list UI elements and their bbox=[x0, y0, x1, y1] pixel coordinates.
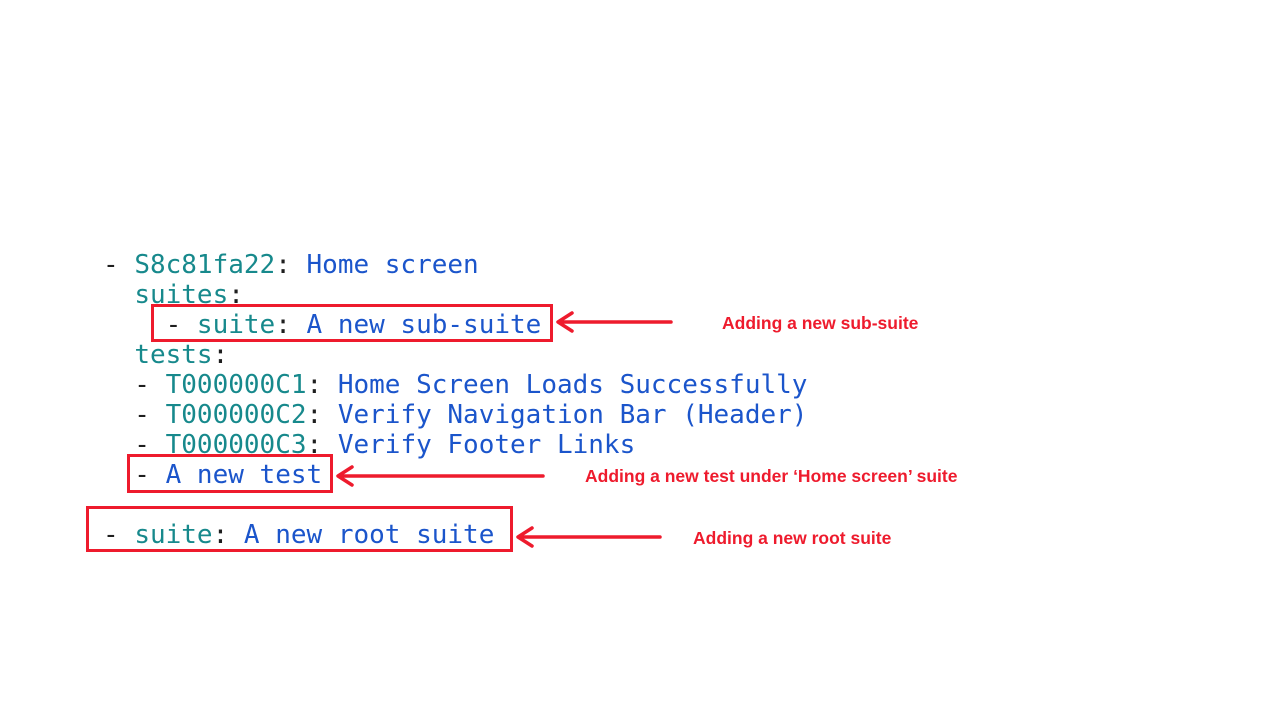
yaml-token: : bbox=[212, 520, 244, 550]
yaml-token: - bbox=[103, 400, 166, 430]
yaml-token: - bbox=[103, 430, 166, 460]
tests-key-line: tests: bbox=[103, 340, 807, 370]
yaml-token: A new test bbox=[165, 460, 323, 490]
yaml-token: T000000C1 bbox=[165, 370, 307, 400]
yaml-token: tests bbox=[134, 340, 213, 370]
yaml-token: suite bbox=[134, 520, 213, 550]
yaml-token: A new sub-suite bbox=[306, 310, 542, 340]
yaml-token: : bbox=[275, 250, 307, 280]
yaml-token: Home screen bbox=[306, 250, 479, 280]
yaml-token: Verify Navigation Bar (Header) bbox=[337, 400, 808, 430]
annotation-new-test: Adding a new test under ‘Home screen’ su… bbox=[585, 466, 958, 486]
new-test-line: - A new test bbox=[103, 460, 807, 490]
highlight-box-new-root-suite bbox=[86, 506, 513, 552]
yaml-token: Verify Footer Links bbox=[337, 430, 636, 460]
suite-home-screen-line: - S8c81fa22: Home screen bbox=[103, 250, 807, 280]
yaml-token: - bbox=[103, 520, 135, 550]
new-root-suite-line: - suite: A new root suite bbox=[103, 520, 807, 550]
yaml-token: : bbox=[228, 280, 244, 310]
yaml-token: A new root suite bbox=[243, 520, 495, 550]
yaml-token: : bbox=[306, 430, 338, 460]
yaml-token: - bbox=[103, 250, 135, 280]
test-c2-line: - T000000C2: Verify Navigation Bar (Head… bbox=[103, 400, 807, 430]
yaml-code-block: - S8c81fa22: Home screen suites: - suite… bbox=[103, 250, 807, 550]
yaml-token: : bbox=[212, 340, 229, 370]
yaml-token: T000000C2 bbox=[165, 400, 307, 430]
yaml-token: : bbox=[306, 370, 338, 400]
yaml-token: : bbox=[275, 310, 307, 340]
new-sub-suite-line: - suite: A new sub-suite bbox=[103, 310, 807, 340]
yaml-token: Home Screen Loads Successfully bbox=[337, 370, 808, 400]
yaml-token bbox=[103, 340, 134, 370]
yaml-token bbox=[103, 280, 134, 310]
highlight-box-new-test bbox=[127, 454, 333, 493]
annotation-new-sub-suite: Adding a new sub-suite bbox=[722, 313, 919, 333]
test-c1-line: - T000000C1: Home Screen Loads Successfu… bbox=[103, 370, 807, 400]
yaml-token: - bbox=[103, 460, 166, 490]
yaml-token: suite bbox=[196, 310, 276, 340]
yaml-token: - bbox=[103, 310, 197, 340]
highlight-box-new-sub-suite bbox=[151, 304, 553, 342]
annotation-new-root-suite: Adding a new root suite bbox=[693, 528, 892, 548]
yaml-token: S8c81fa22 bbox=[134, 250, 276, 280]
yaml-token: : bbox=[306, 400, 338, 430]
yaml-token: - bbox=[103, 370, 166, 400]
